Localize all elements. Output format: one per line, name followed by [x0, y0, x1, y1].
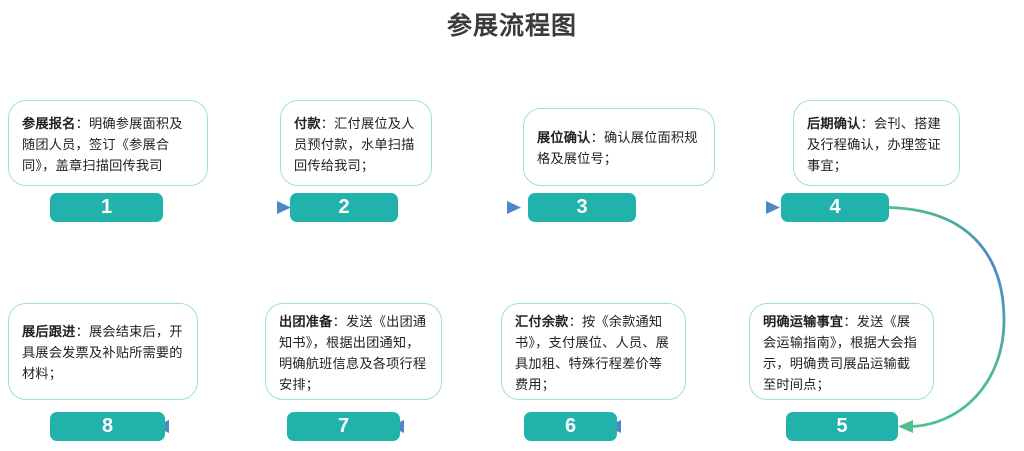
- step-card-6-text: 汇付余款：按《余款通知书》，支付展位、人员、展具加租、特殊行程差价等费用；: [515, 311, 672, 395]
- step-card-7-body: ：发送《出团通知书》，根据出团通知，明确航班信息及各项行程安排；: [279, 313, 427, 392]
- step-card-1-body: ：明确参展面积及随团人员，签订《参展合同》，盖章扫描回传我司: [22, 115, 183, 173]
- step-badge-8[interactable]: 8: [50, 412, 165, 441]
- step-card-8-body: ：展会结束后，开具展会发票及补贴所需要的材料；: [22, 324, 183, 381]
- step-card-6-heading: 汇付余款: [515, 313, 569, 329]
- step-card-1-heading: 参展报名: [22, 115, 76, 131]
- step-card-6[interactable]: 汇付余款：按《余款通知书》，支付展位、人员、展具加租、特殊行程差价等费用；: [501, 303, 686, 400]
- arrow-step1-to-step2: [163, 201, 291, 214]
- step-badge-6-label: 6: [564, 415, 577, 437]
- step-card-2-heading: 付款: [294, 115, 321, 131]
- step-card-6-body: ：按《余款通知书》，支付展位、人员、展具加租、特殊行程差价等费用；: [515, 313, 670, 392]
- step-card-7-text: 出团准备：发送《出团通知书》，根据出团通知，明确航班信息及各项行程安排；: [279, 311, 428, 395]
- step-card-5-heading: 明确运输事宜: [763, 313, 844, 329]
- arrow-step2-to-step3: [398, 201, 521, 214]
- arrow-step6-to-step7: [390, 420, 524, 433]
- step-card-4-heading: 后期确认: [807, 115, 861, 131]
- page-title: 参展流程图: [446, 12, 577, 40]
- step-badge-4-label: 4: [829, 196, 841, 218]
- step-card-3-heading: 展位确认: [537, 130, 591, 145]
- step-badge-8-label: 8: [101, 415, 114, 437]
- step-card-2-body: ：汇付展位及人员预付款，水单扫描回传给我司；: [294, 115, 415, 173]
- step-card-4[interactable]: 后期确认：会刊、搭建及行程确认，办理签证事宜；: [793, 100, 960, 186]
- step-badge-5[interactable]: 5: [786, 412, 898, 441]
- step-badge-2-label: 2: [338, 196, 350, 218]
- step-card-8-text: 展后跟进：展会结束后，开具展会发票及补贴所需要的材料；: [22, 321, 184, 384]
- step-card-1[interactable]: 参展报名：明确参展面积及随团人员，签订《参展合同》，盖章扫描回传我司: [8, 100, 208, 186]
- step-card-7-heading: 出团准备: [279, 313, 333, 329]
- step-card-4-text: 后期确认：会刊、搭建及行程确认，办理签证事宜；: [807, 113, 946, 176]
- step-card-2[interactable]: 付款：汇付展位及人员预付款，水单扫描回传给我司；: [280, 100, 432, 186]
- step-card-8-heading: 展后跟进: [22, 324, 76, 339]
- step-card-5-text: 明确运输事宜：发送《展会运输指南》，根据大会指示，明确贵司展品运输截至时间点；: [763, 311, 920, 395]
- step-card-3[interactable]: 展位确认：确认展位面积规格及展位号；: [523, 108, 715, 186]
- step-badge-6[interactable]: 6: [524, 412, 617, 441]
- step-badge-1-label: 1: [100, 196, 113, 218]
- step-badge-7[interactable]: 7: [287, 412, 400, 441]
- step-card-1-text: 参展报名：明确参展面积及随团人员，签订《参展合同》，盖章扫描回传我司: [22, 113, 194, 176]
- step-badge-7-label: 7: [337, 415, 350, 437]
- arrow-step3-to-step4: [636, 201, 780, 214]
- step-card-4-body: ：会刊、搭建及行程确认，办理签证事宜；: [807, 115, 941, 173]
- step-card-3-body: ：确认展位面积规格及展位号；: [537, 130, 698, 166]
- step-badge-5-label: 5: [836, 415, 848, 437]
- step-badge-1[interactable]: 1: [50, 193, 163, 222]
- step-card-8[interactable]: 展后跟进：展会结束后，开具展会发票及补贴所需要的材料；: [8, 303, 198, 400]
- arrow-step5-to-step6: [607, 420, 786, 433]
- step-badge-2[interactable]: 2: [290, 193, 398, 222]
- step-card-5-body: ：发送《展会运输指南》，根据大会指示，明确贵司展品运输截至时间点；: [763, 313, 918, 392]
- step-badge-4[interactable]: 4: [781, 193, 889, 222]
- step-card-5[interactable]: 明确运输事宜：发送《展会运输指南》，根据大会指示，明确贵司展品运输截至时间点；: [749, 303, 934, 400]
- step-card-2-text: 付款：汇付展位及人员预付款，水单扫描回传给我司；: [294, 113, 418, 176]
- step-card-7[interactable]: 出团准备：发送《出团通知书》，根据出团通知，明确航班信息及各项行程安排；: [265, 303, 442, 400]
- step-badge-3[interactable]: 3: [528, 193, 636, 222]
- arrow-step7-to-step8: [155, 420, 287, 433]
- step-card-3-text: 展位确认：确认展位面积规格及展位号；: [537, 127, 701, 169]
- step-badge-3-label: 3: [576, 196, 588, 218]
